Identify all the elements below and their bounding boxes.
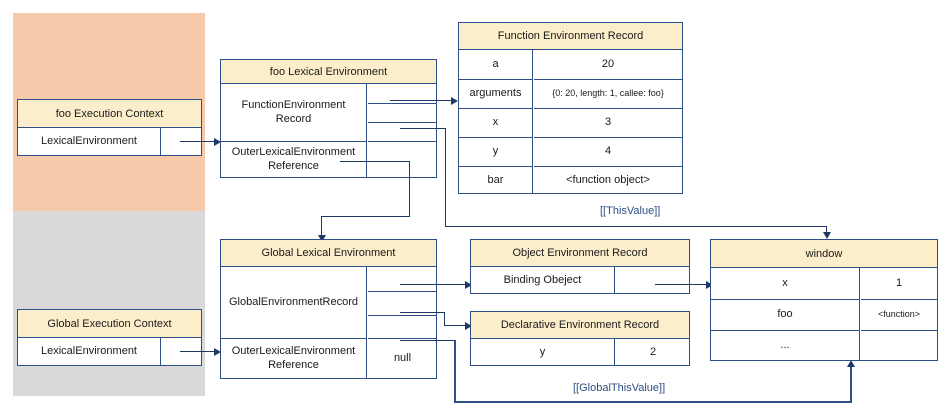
global-this-value-edge-label: [[GlobalThisValue]] [573, 382, 666, 394]
foo-execution-context-box[interactable]: foo Execution Context LexicalEnvironment [17, 99, 202, 156]
connector-globalle-slot2-seg1 [400, 312, 445, 313]
global-lexicalenvironment-label: LexicalEnvironment [18, 338, 161, 366]
declarative-environment-record-title: Declarative Environment Record [471, 312, 689, 339]
connector-thisvalue-seg3 [445, 226, 827, 227]
window-object-title: window [711, 240, 937, 268]
connector-globalle-slot1-to-oer [400, 284, 466, 285]
window-object-box[interactable]: window x 1 foo <function> ... [710, 239, 938, 361]
window-value-ellipsis [861, 330, 937, 360]
global-lexical-environment-title: Global Lexical Environment [221, 240, 436, 267]
foo-lexical-environment-box[interactable]: foo Lexical Environment FunctionEnvironm… [220, 59, 437, 178]
arrowhead-globalle-slot2-to-der [465, 322, 472, 330]
connector-globalthisvalue-seg3 [454, 401, 852, 403]
fer-key-bar: bar [459, 166, 533, 194]
global-le-slot-1 [368, 267, 437, 291]
fer-key-arguments: arguments [459, 79, 533, 108]
window-key-ellipsis: ... [711, 330, 860, 360]
connector-oer-to-window [655, 284, 707, 285]
fer-key-x: x [459, 108, 533, 137]
this-value-edge-label: [[ThisValue]] [600, 205, 661, 217]
function-environment-record-label: FunctionEnvironment Record [221, 84, 367, 141]
arrowhead-globalle-slot1-to-oer [465, 281, 472, 289]
oer-value-binding-object [616, 267, 690, 294]
global-execution-context-panel [13, 211, 205, 396]
global-outer-label-line1: OuterLexicalEnvironment [231, 344, 356, 357]
window-value-foo: <function> [861, 299, 937, 330]
foo-lexicalenvironment-label: LexicalEnvironment [18, 128, 161, 156]
object-environment-record-title: Object Environment Record [471, 240, 689, 267]
connector-foo-outer-seg3 [321, 216, 410, 217]
function-environment-record-label-line2: Record [275, 112, 312, 125]
arrowhead-foole-slot1-to-fer [451, 97, 458, 105]
connector-foo-outer-seg2 [409, 161, 410, 217]
connector-foole-slot1-to-fer [390, 100, 452, 101]
connector-globalthisvalue-seg4 [850, 367, 852, 403]
foo-outer-lexical-environment-reference-value [368, 141, 437, 178]
connector-fooec-to-foole [180, 141, 215, 142]
foo-execution-context-title: foo Execution Context [18, 100, 201, 128]
function-environment-record-label-line1: FunctionEnvironment [241, 98, 346, 111]
function-environment-record-title: Function Environment Record [459, 23, 682, 50]
global-le-slot-3 [368, 315, 437, 338]
connector-globalle-slot2-seg3 [444, 325, 466, 326]
foo-outer-lexical-environment-reference-label: OuterLexicalEnvironment Reference [221, 141, 367, 178]
fer-value-arguments: {0: 20, length: 1, callee: foo} [534, 79, 682, 108]
global-lexicalenvironment-value [162, 338, 202, 366]
arrowhead-globalthisvalue-to-window [847, 360, 855, 367]
arrowhead-oer-to-window [706, 281, 713, 289]
fer-value-a: 20 [601, 57, 615, 70]
foo-lexicalenvironment-value [162, 128, 202, 156]
connector-globalthisvalue-seg1 [400, 340, 455, 341]
connector-thisvalue-seg4 [826, 226, 827, 234]
arrowhead-fooec-to-foole [214, 138, 221, 146]
foo-le-slot-3 [368, 122, 437, 141]
window-key-foo: foo [711, 299, 860, 330]
foo-le-slot-2 [368, 103, 437, 122]
connector-foo-outer-seg4 [321, 216, 322, 238]
oer-key-binding-object: Binding Obeject [471, 267, 615, 294]
fer-value-y: 4 [534, 137, 682, 166]
der-key-y: y [471, 339, 615, 366]
global-lexical-environment-box[interactable]: Global Lexical Environment GlobalEnviron… [220, 239, 437, 379]
global-outer-label-line2: Reference [268, 358, 319, 371]
foo-outer-label-line1: OuterLexicalEnvironment [231, 146, 356, 159]
global-execution-context-title: Global Execution Context [18, 310, 201, 338]
connector-foo-outer-seg1 [340, 161, 410, 162]
fer-value-bar: <function object> [534, 166, 682, 194]
global-outer-lexical-environment-reference-label: OuterLexicalEnvironment Reference [221, 338, 367, 378]
fer-key-a: a [459, 50, 533, 79]
window-value-x: 1 [895, 276, 903, 289]
object-environment-record-box[interactable]: Object Environment Record Binding Obejec… [470, 239, 690, 294]
arrowhead-foo-outer-to-globalle [318, 235, 326, 242]
foo-outer-label-line2: Reference [268, 160, 319, 172]
fer-key-y: y [459, 137, 533, 166]
global-environment-record-label: GlobalEnvironmentRecord [221, 267, 367, 338]
connector-globalec-to-globalle [180, 351, 215, 352]
global-execution-context-box[interactable]: Global Execution Context LexicalEnvironm… [17, 309, 202, 366]
global-le-slot-2 [368, 291, 437, 315]
arrowhead-thisvalue-to-window [823, 232, 831, 239]
declarative-environment-record-box[interactable]: Declarative Environment Record y 2 [470, 311, 690, 366]
connector-globalthisvalue-seg2 [454, 340, 456, 402]
der-value-y: 2 [649, 345, 657, 358]
window-key-x: x [711, 268, 860, 299]
connector-globalle-slot2-seg2 [444, 312, 445, 325]
function-environment-record-box[interactable]: Function Environment Record a 20 argumen… [458, 22, 683, 194]
foo-lexical-environment-title: foo Lexical Environment [221, 60, 436, 84]
fer-value-x: 3 [534, 108, 682, 137]
global-outer-lexical-environment-reference-value: null [368, 338, 437, 378]
connector-thisvalue-seg2 [445, 128, 446, 227]
arrowhead-globalec-to-globalle [214, 348, 221, 356]
connector-thisvalue-seg1 [400, 128, 446, 129]
